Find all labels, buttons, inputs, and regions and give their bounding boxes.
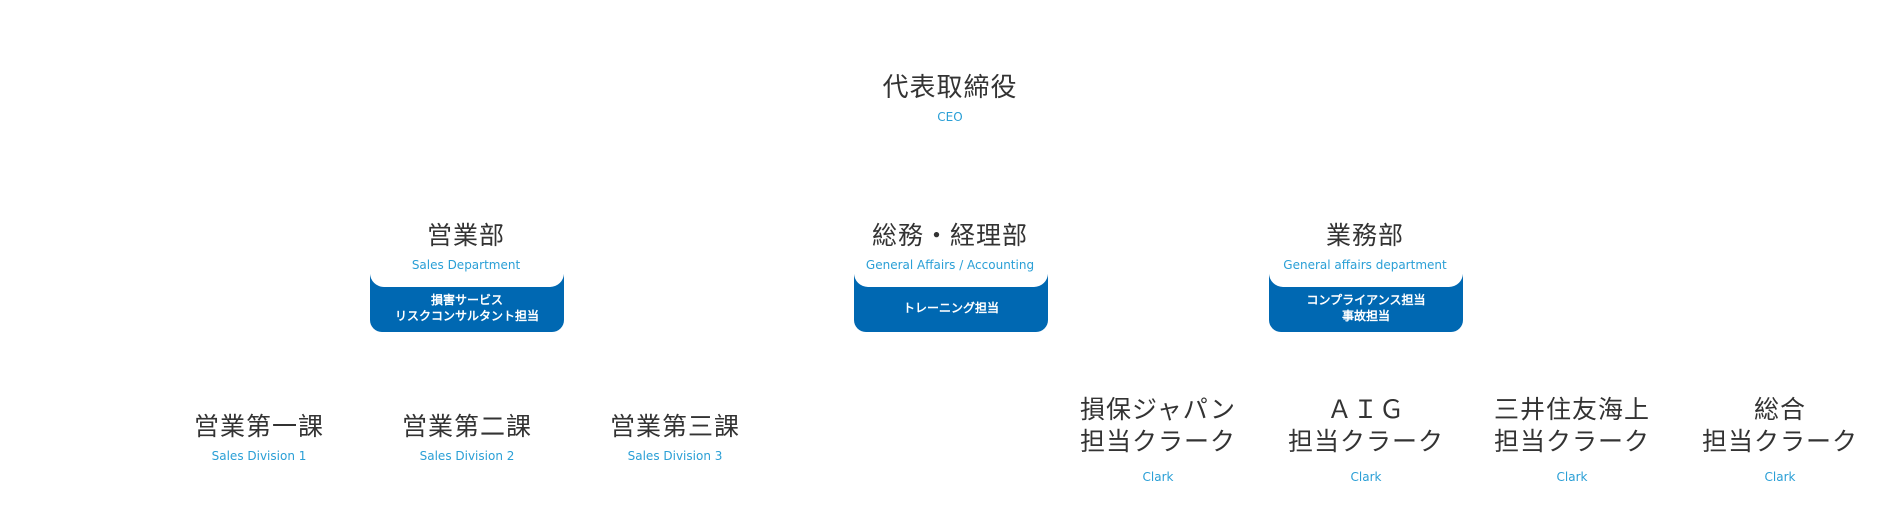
clerk-subtitle: Clark — [1764, 470, 1796, 484]
clerk-aig: ＡＩＧ 担当クラーク Clark — [1246, 394, 1486, 484]
department-subtitle: Sales Department — [411, 258, 521, 272]
role-line: 損害サービス — [430, 293, 503, 307]
division-subtitle: Sales Division 1 — [211, 449, 307, 463]
ceo-title: 代表取締役 — [882, 73, 1018, 103]
clerk-title-line-2: 担当クラーク — [1701, 427, 1858, 456]
department-subtitle: General Affairs / Accounting — [865, 258, 1035, 272]
department-general-affairs-role-tab: トレーニング担当 — [854, 274, 1048, 332]
department-operations-role-tab: コンプライアンス担当 事故担当 — [1269, 274, 1463, 332]
department-general-affairs: 総務・経理部 General Affairs / Accounting — [830, 220, 1070, 272]
department-title: 業務部 — [1325, 221, 1404, 250]
division-title: 営業第一課 — [193, 412, 324, 441]
ceo-node: 代表取締役 CEO — [830, 72, 1070, 124]
division-subtitle: Sales Division 3 — [627, 449, 723, 463]
clerk-title-line-1: 損保ジャパン — [1079, 395, 1236, 424]
division-subtitle: Sales Division 2 — [419, 449, 515, 463]
clerk-subtitle: Clark — [1142, 470, 1174, 484]
clerk-title-line-1: 三井住友海上 — [1493, 395, 1650, 424]
role-line: リスクコンサルタント担当 — [394, 309, 539, 323]
clerk-title-line-1: ＡＩＧ — [1326, 395, 1405, 424]
division-title: 営業第三課 — [609, 412, 740, 441]
division-title: 営業第二課 — [401, 412, 532, 441]
clerk-title-line-1: 総合 — [1753, 395, 1806, 424]
clerk-mitsui-sumitomo: 三井住友海上 担当クラーク Clark — [1452, 394, 1692, 484]
department-operations: 業務部 General affairs department — [1245, 220, 1485, 272]
role-line: 事故担当 — [1341, 309, 1390, 323]
ceo-subtitle: CEO — [937, 110, 963, 124]
clerk-title-line-2: 担当クラーク — [1079, 427, 1236, 456]
department-title: 営業部 — [426, 221, 505, 250]
clerk-sompo-japan: 損保ジャパン 担当クラーク Clark — [1038, 394, 1278, 484]
role-line: コンプライアンス担当 — [1306, 293, 1426, 307]
department-title: 総務・経理部 — [871, 221, 1028, 250]
department-sales-role-tab: 損害サービス リスクコンサルタント担当 — [370, 274, 564, 332]
role-line: トレーニング担当 — [902, 301, 999, 315]
clerk-title-line-2: 担当クラーク — [1493, 427, 1650, 456]
sales-division-2: 営業第二課 Sales Division 2 — [347, 411, 587, 463]
department-sales: 営業部 Sales Department — [346, 220, 586, 272]
clerk-subtitle: Clark — [1350, 470, 1382, 484]
sales-division-1: 営業第一課 Sales Division 1 — [139, 411, 379, 463]
clerk-subtitle: Clark — [1556, 470, 1588, 484]
sales-division-3: 営業第三課 Sales Division 3 — [555, 411, 795, 463]
department-subtitle: General affairs department — [1283, 258, 1447, 272]
clerk-title-line-2: 担当クラーク — [1287, 427, 1444, 456]
clerk-general: 総合 担当クラーク Clark — [1660, 394, 1900, 484]
